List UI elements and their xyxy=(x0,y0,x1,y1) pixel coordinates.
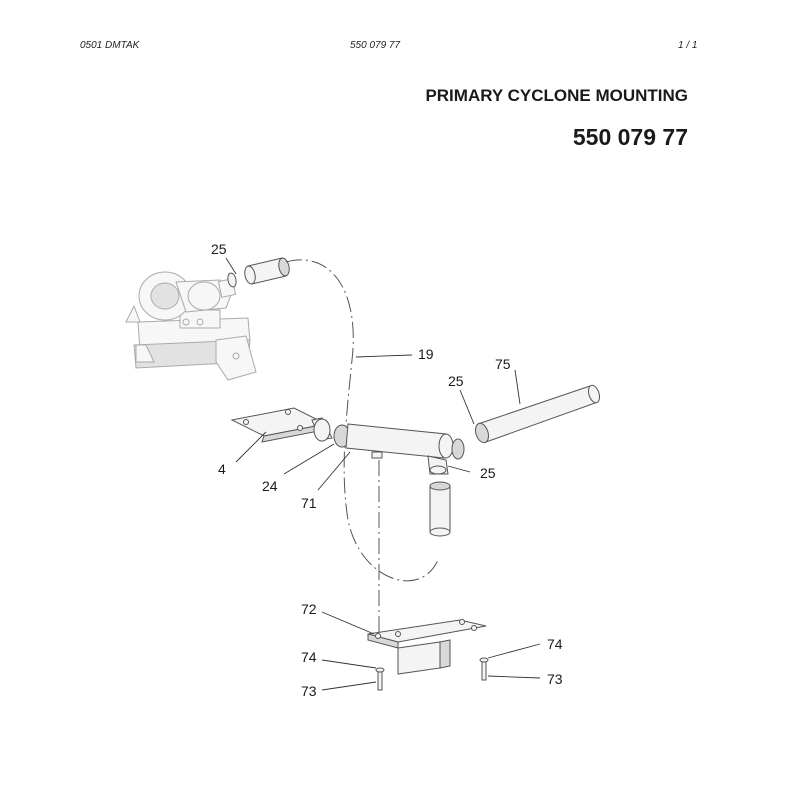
callout-72: 72 xyxy=(301,601,317,617)
callout-25-pipe: 25 xyxy=(448,373,464,389)
callout-73-left: 73 xyxy=(301,683,317,699)
bolt-left xyxy=(375,667,385,691)
bracket-4 xyxy=(230,407,328,443)
page-title: PRIMARY CYCLONE MOUNTING xyxy=(425,86,688,105)
header-part-number: 550 079 77 xyxy=(350,40,401,51)
vertical-pipe xyxy=(429,481,451,537)
leader-lines xyxy=(225,257,541,691)
header-page-number: 1 / 1 xyxy=(678,40,698,51)
callout-4: 4 xyxy=(218,461,226,477)
assembly-part-number: 550 079 77 xyxy=(572,124,688,150)
callout-25-top: 25 xyxy=(211,241,227,257)
mounting-plate-72 xyxy=(367,619,487,675)
callout-19: 19 xyxy=(418,346,434,362)
callout-71: 71 xyxy=(301,495,317,511)
flexible-hose-19 xyxy=(285,259,439,582)
callout-24: 24 xyxy=(262,478,278,494)
bolt-right xyxy=(479,657,489,681)
callout-74-right: 74 xyxy=(547,636,563,652)
upper-hose-piece xyxy=(227,257,290,288)
cyclone-pipe-71 xyxy=(311,417,465,475)
header-doc-code: 0501 DMTAK xyxy=(80,40,140,51)
callout-75: 75 xyxy=(495,356,511,372)
callout-73-right: 73 xyxy=(547,671,563,687)
long-pipe-75 xyxy=(475,384,601,444)
machine-body-ghost xyxy=(125,271,257,381)
callout-25-elbow: 25 xyxy=(480,465,496,481)
callout-74-left: 74 xyxy=(301,649,317,665)
